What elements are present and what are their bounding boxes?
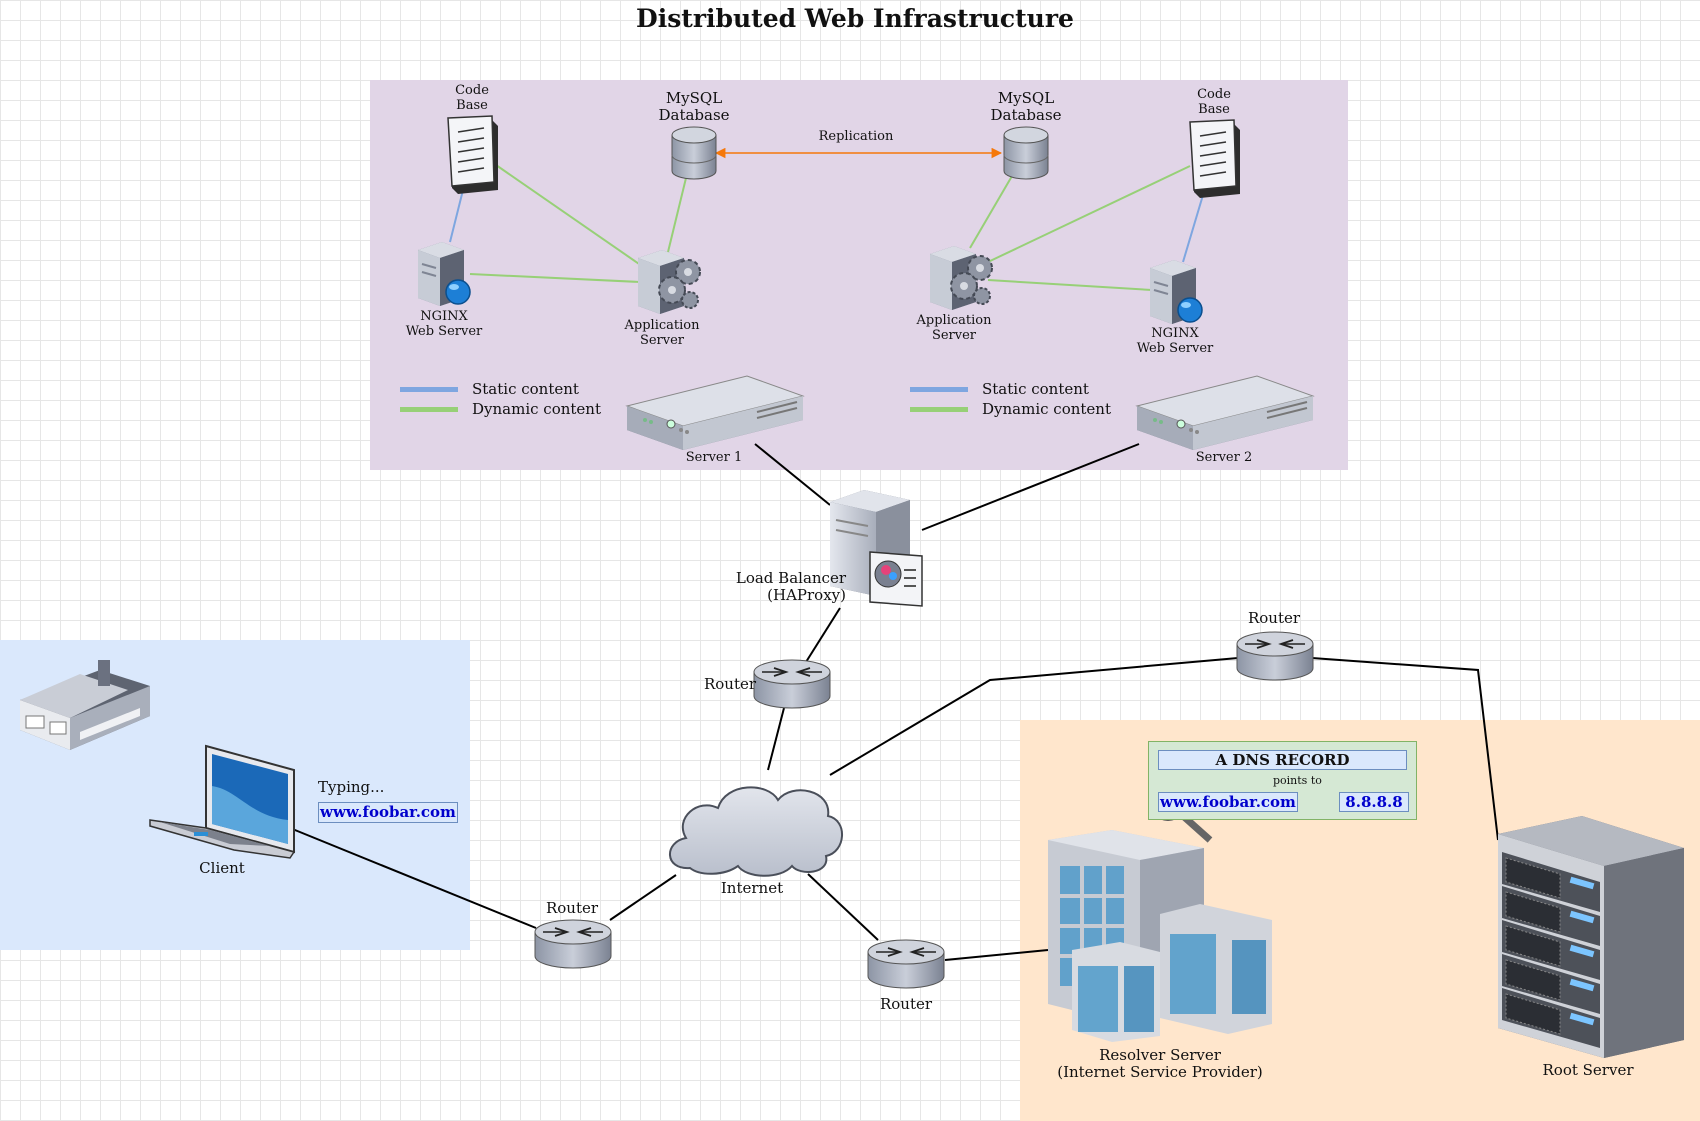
router-resolver-icon: [867, 939, 945, 989]
client-url-box: www.foobar.com: [318, 802, 458, 823]
laptop-icon: [149, 744, 296, 859]
dns-record-box: A DNS RECORD points to www.foobar.com 8.…: [1148, 741, 1417, 820]
resolver-label: Resolver Server (Internet Service Provid…: [1057, 1046, 1263, 1082]
code-base-1-label: Code Base: [455, 83, 489, 113]
legend-static-2-line: [910, 387, 968, 392]
server-1-label: Server 1: [685, 450, 743, 465]
mysql-2-label: MySQL Database: [990, 89, 1062, 125]
app-server-1-icon: [637, 249, 701, 315]
server1-links: [449, 164, 687, 283]
mysql-2-icon: [1003, 126, 1049, 180]
resolver-building-icon: [1048, 830, 1272, 1042]
typing-label: Typing...: [318, 778, 385, 796]
nginx-1-icon: [417, 241, 471, 307]
mysql-1-icon: [671, 126, 717, 180]
mysql-1-label: MySQL Database: [658, 89, 730, 125]
replication-label: Replication: [818, 129, 894, 144]
root-server-label: Root Server: [1542, 1061, 1634, 1079]
house-icon: [20, 660, 150, 750]
dns-points-to-label: points to: [1273, 774, 1322, 787]
router-top-right-icon: [1236, 631, 1314, 681]
nginx-2-label: NGINX Web Server: [1136, 326, 1214, 356]
router-lb-icon: [753, 659, 831, 709]
router-resolver-label: Router: [879, 995, 933, 1013]
legend-dynamic-1-line: [400, 407, 458, 412]
legend-static-1-line: [400, 387, 458, 392]
nginx-2-icon: [1149, 259, 1203, 325]
network-links: [289, 443, 1499, 961]
legend-dynamic-1-label: Dynamic content: [472, 400, 601, 418]
code-base-1-icon: [447, 115, 499, 195]
load-balancer-label: Load Balancer (HAProxy): [735, 569, 846, 605]
client-label: Client: [199, 859, 245, 877]
legend-static-2-label: Static content: [982, 380, 1089, 398]
dns-record-title: A DNS RECORD: [1158, 750, 1407, 770]
legend-static-1-label: Static content: [472, 380, 579, 398]
dns-domain-value: www.foobar.com: [1158, 792, 1298, 812]
app-server-1-label: Application Server: [624, 318, 700, 348]
code-base-2-icon: [1189, 119, 1241, 199]
router-client-label: Router: [545, 899, 599, 917]
legend-dynamic-2-label: Dynamic content: [982, 400, 1111, 418]
internet-label: Internet: [720, 879, 784, 897]
router-lb-label: Router: [703, 675, 757, 693]
page-title: Distributed Web Infrastructure: [636, 4, 1074, 33]
app-server-2-icon: [929, 245, 993, 311]
router-client-icon: [534, 919, 612, 969]
app-server-2-label: Application Server: [916, 313, 992, 343]
server2-links: [969, 165, 1204, 291]
server-2-label: Server 2: [1195, 450, 1253, 465]
dns-ip-value: 8.8.8.8: [1339, 792, 1409, 812]
internet-cloud-icon: [669, 786, 843, 877]
router-top-right-label: Router: [1247, 609, 1301, 627]
code-base-2-label: Code Base: [1197, 87, 1231, 117]
nginx-1-label: NGINX Web Server: [405, 309, 483, 339]
root-server-icon: [1498, 816, 1684, 1058]
load-balancer-icon: [830, 490, 923, 607]
legend-dynamic-2-line: [910, 407, 968, 412]
